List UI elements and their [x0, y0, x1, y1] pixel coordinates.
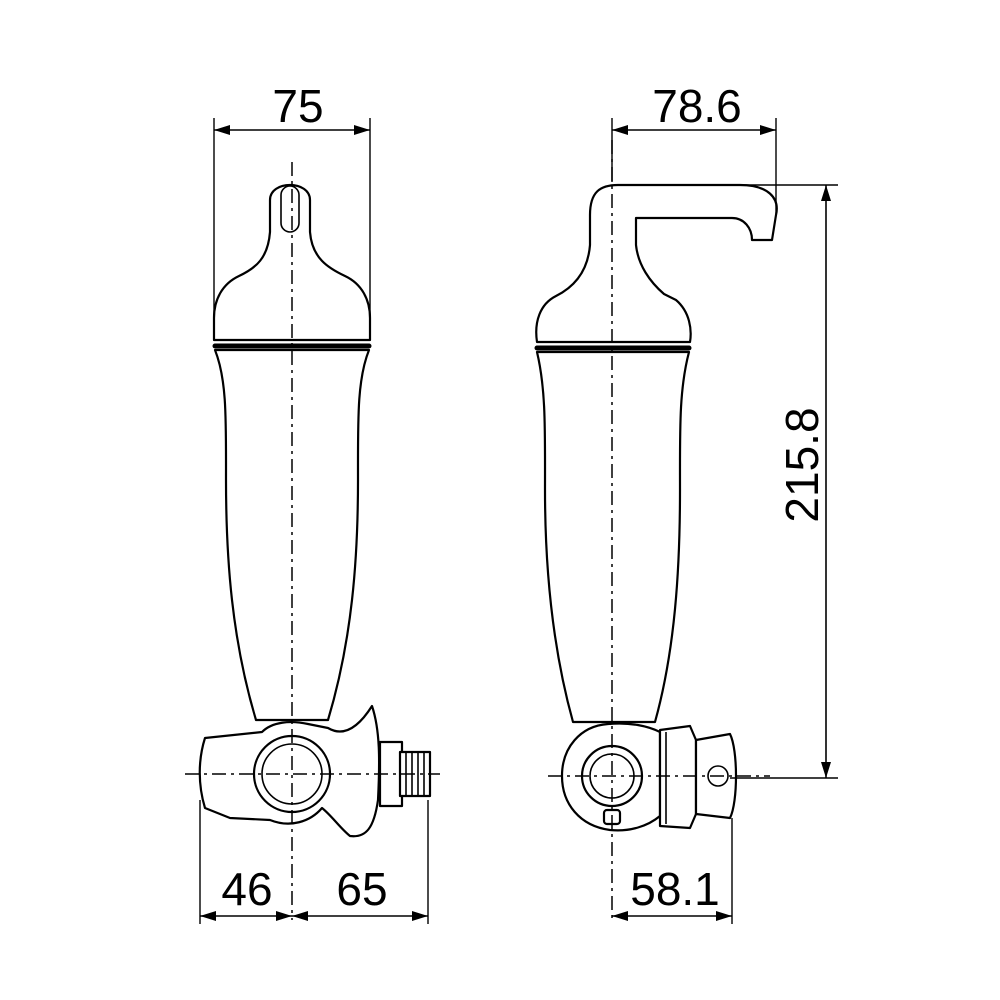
front-handle-slot — [280, 185, 300, 233]
dim-label-65: 65 — [336, 863, 387, 915]
dim-label-78-6: 78.6 — [652, 80, 742, 132]
side-view — [534, 140, 778, 920]
dimension-215-8: 215.8 — [730, 184, 838, 779]
side-union-hole — [707, 765, 729, 787]
dimension-75: 75 — [213, 80, 371, 320]
dim-label-75: 75 — [272, 80, 323, 132]
dim-label-58-1: 58.1 — [630, 863, 720, 915]
dimension-46: 46 — [199, 800, 292, 924]
front-inlet-ring — [252, 734, 332, 814]
side-spout-lever — [535, 183, 778, 344]
dim-label-46: 46 — [221, 863, 272, 915]
dimension-78-6: 78.6 — [611, 80, 777, 215]
front-view — [185, 162, 440, 920]
dimension-58-1: 58.1 — [612, 818, 733, 924]
dimension-65: 65 — [292, 800, 429, 924]
dim-label-215-8: 215.8 — [776, 407, 828, 522]
side-body — [535, 350, 691, 724]
